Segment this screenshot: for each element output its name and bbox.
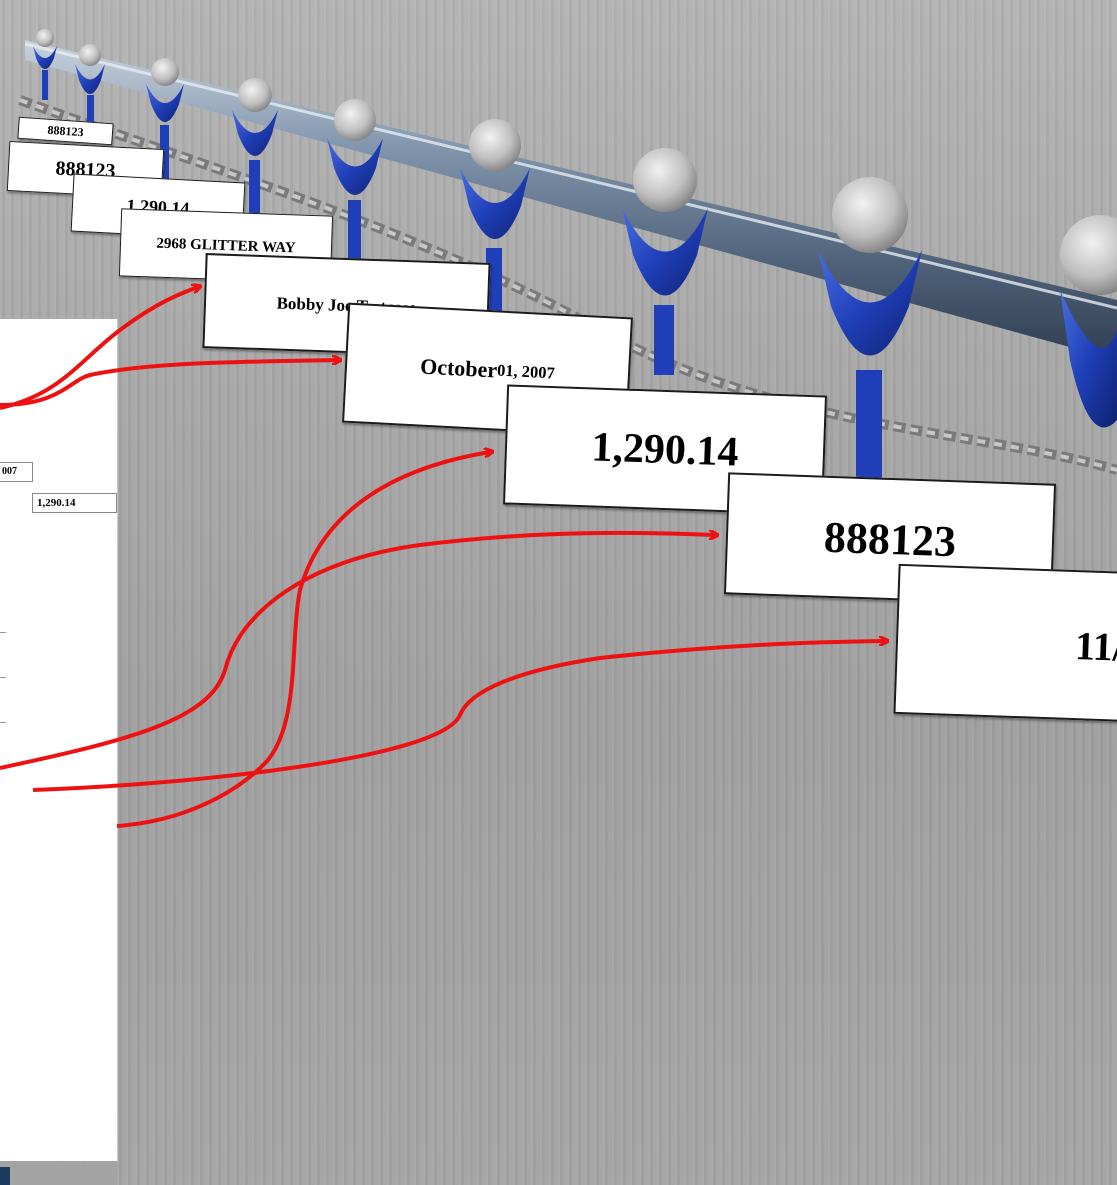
tag-partial: 11/: [893, 563, 1117, 723]
footer-bar: [0, 1162, 117, 1185]
trolley-hook: [1060, 215, 1117, 428]
trolley-hook: [818, 177, 922, 480]
trolley-hook: [327, 99, 383, 265]
tag-date-month: October: [419, 353, 498, 383]
document-amount-field: 1,290.14: [32, 493, 117, 513]
rail-bar: [25, 40, 1117, 360]
document-date-field: 007: [0, 462, 33, 482]
tag-date-rest: 01, 2007: [496, 360, 556, 383]
trolley-hook: [232, 78, 278, 220]
trolley-hook: [33, 29, 57, 100]
document-rule: [0, 722, 6, 723]
rail-highlight: [24, 42, 1117, 310]
conveyor-rail: [18, 29, 1117, 480]
footer-logo-block: [0, 1167, 10, 1185]
document-rule: [0, 632, 6, 633]
trolley-hook: [146, 58, 184, 180]
trolley-hook: [75, 44, 105, 135]
document-rule: [0, 677, 6, 678]
chain-highlight: [19, 98, 1117, 472]
trolley-hook: [622, 148, 708, 375]
